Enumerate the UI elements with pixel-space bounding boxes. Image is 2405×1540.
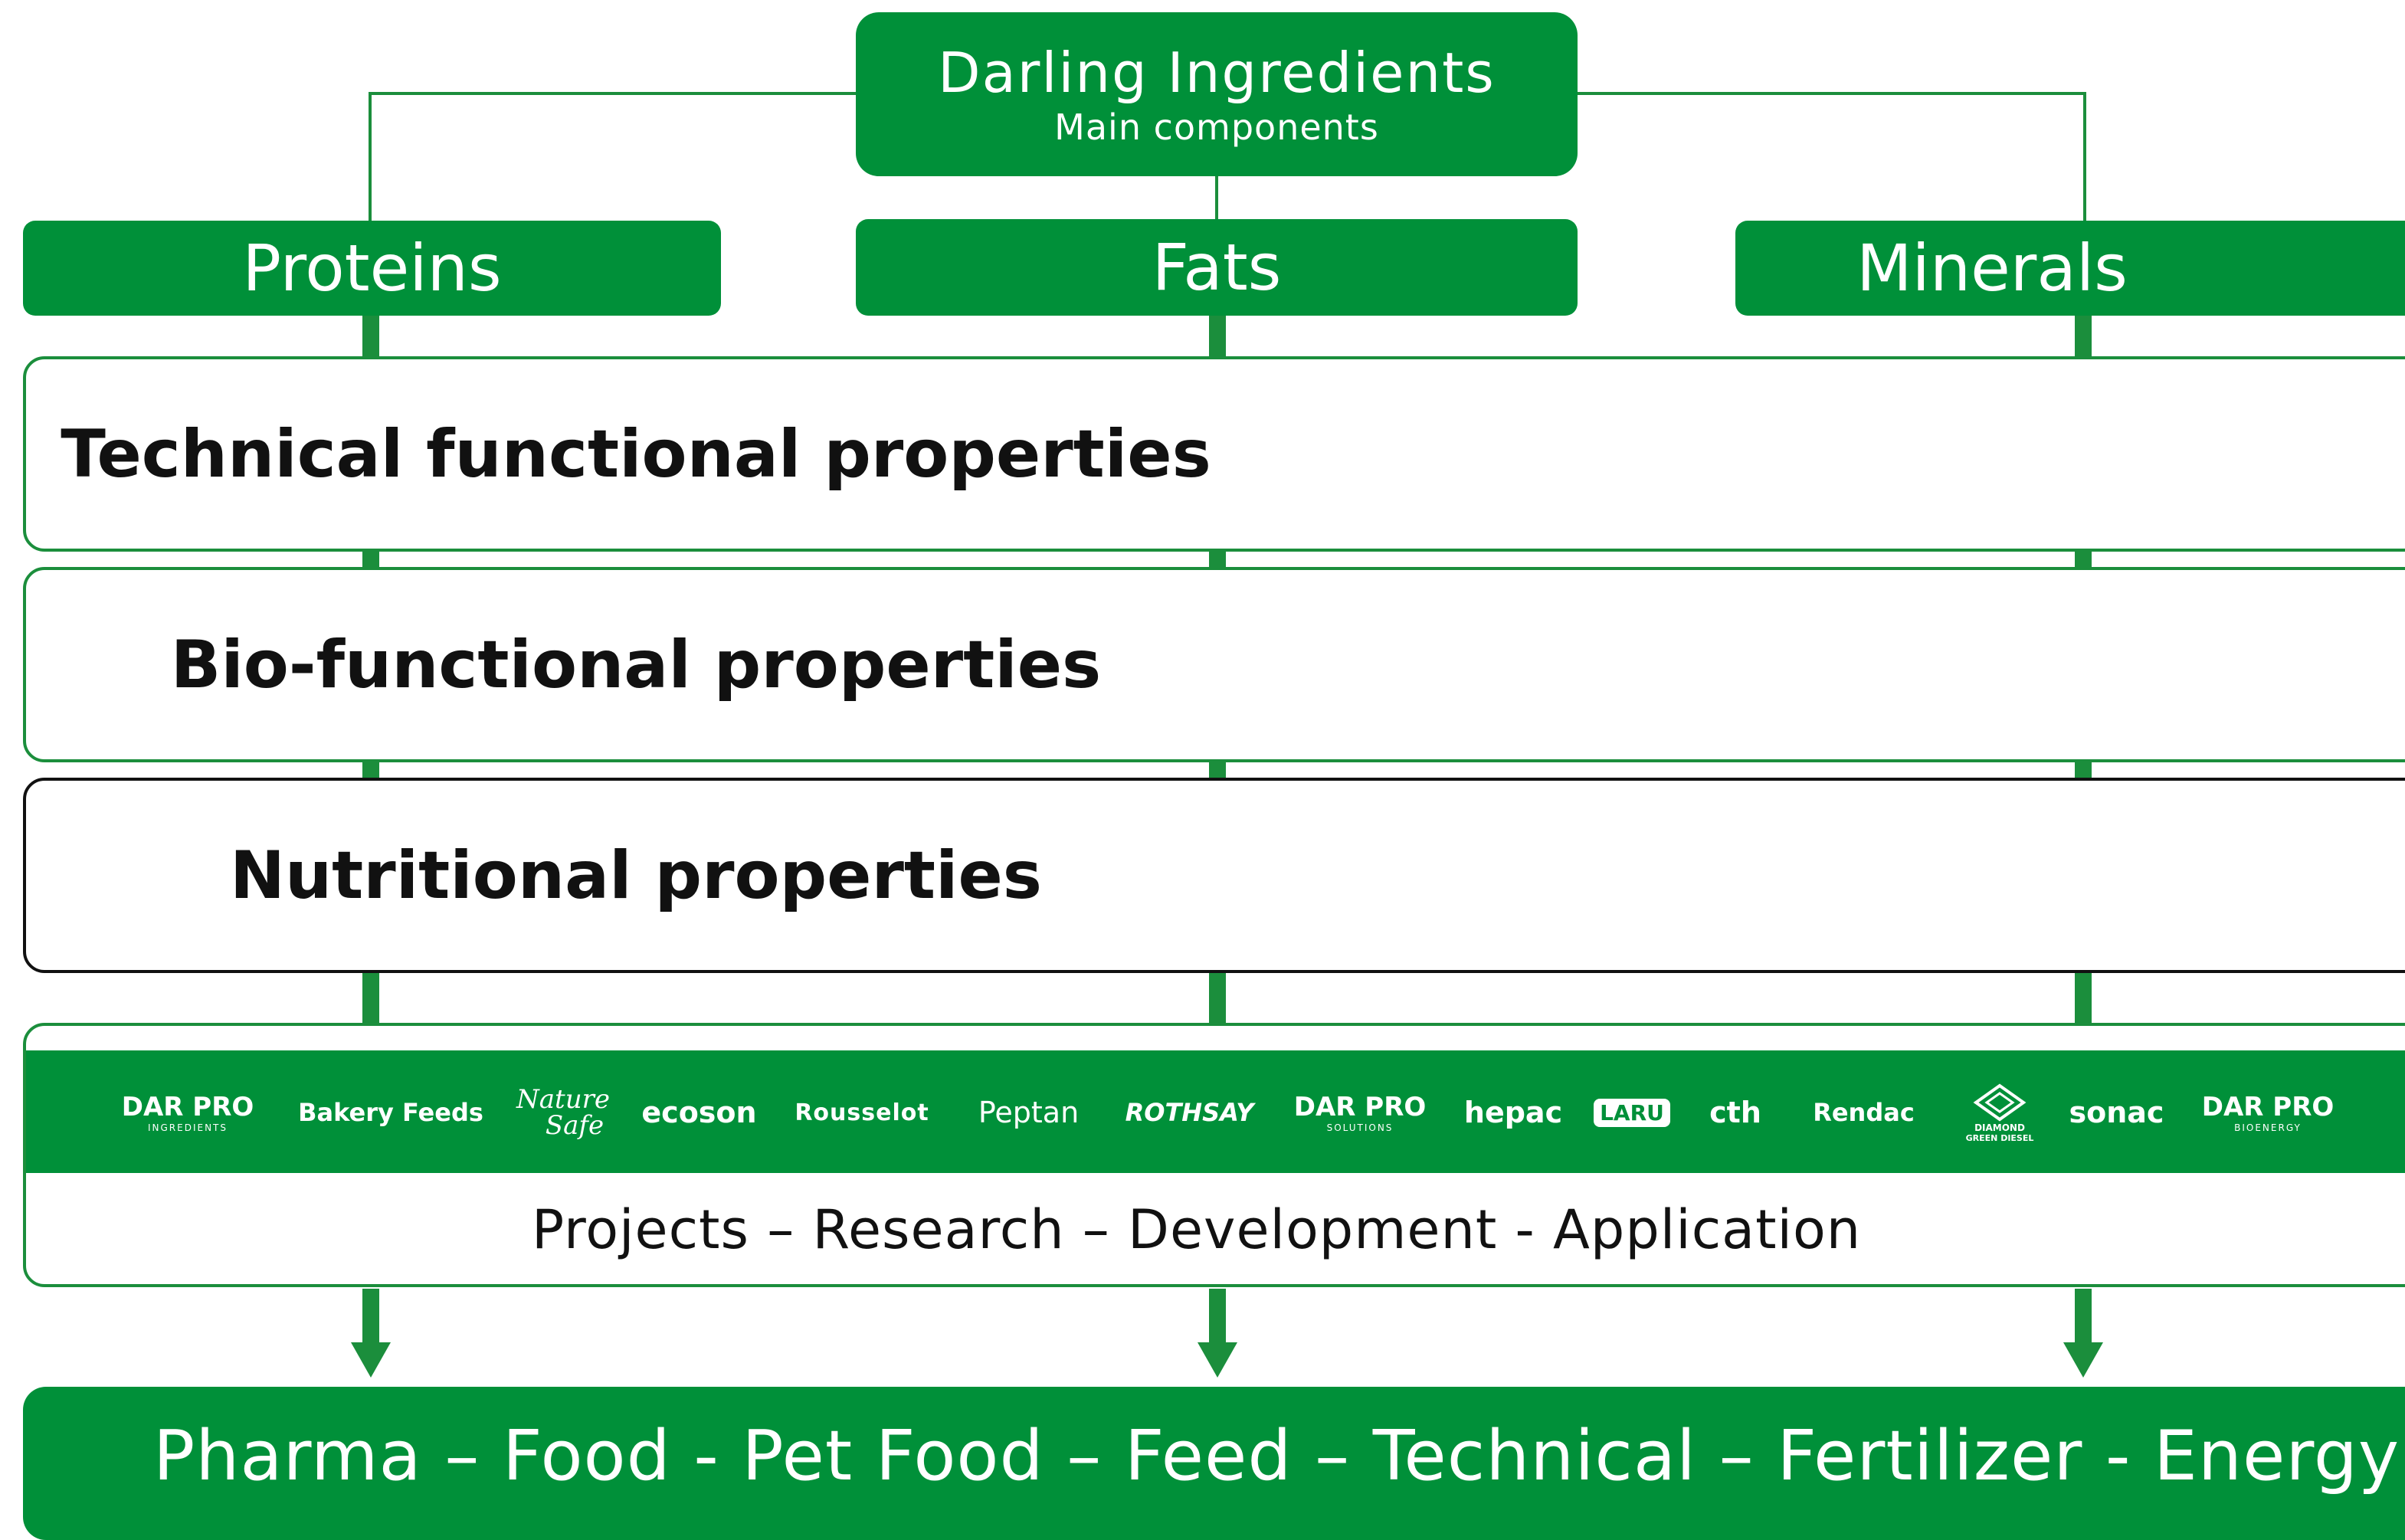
- arrow-proteins-head: [351, 1342, 391, 1378]
- brand-rousselot-logo: Rousselot: [795, 1099, 929, 1126]
- activities-text: Projects – Research – Development - Appl…: [532, 1198, 1862, 1261]
- connector-minerals-vertical: [2083, 92, 2086, 221]
- technical-functional-box: Technical functional properties: [23, 356, 2405, 552]
- component-proteins-label: Proteins: [242, 231, 502, 306]
- brand-diamond-green-diesel-logo: DIAMOND GREEN DIESEL: [1950, 1051, 2049, 1174]
- connector-header-left-horizontal: [369, 92, 856, 95]
- diamond-icon: [1973, 1083, 2027, 1121]
- brand-sonac-logo: sonac: [2069, 1096, 2164, 1129]
- brand-bakery-feeds-logo: Bakery Feeds: [298, 1098, 483, 1127]
- brand-darpro-solutions-logo: DAR PRO SOLUTIONS: [1293, 1092, 1427, 1133]
- brand-hepac-logo: hepac: [1463, 1096, 1563, 1129]
- connector-fats-vertical: [1215, 175, 1218, 221]
- brand-nature-safe-logo: Nature Safe: [516, 1084, 610, 1141]
- component-proteins: Proteins: [23, 221, 721, 316]
- arrow-minerals-head: [2063, 1342, 2103, 1378]
- header-box: Darling Ingredients Main components: [856, 12, 1578, 176]
- bio-functional-box: Bio-functional properties: [23, 567, 2405, 762]
- brand-rothsay-logo: ROTHSAY: [1125, 1098, 1254, 1127]
- component-fats: Fats: [856, 219, 1578, 316]
- markets-text: Pharma – Food - Pet Food – Feed – Techni…: [153, 1416, 2400, 1496]
- bio-functional-label: Bio-functional properties: [170, 626, 1102, 703]
- brand-cth-logo: cth: [1709, 1096, 1761, 1129]
- brand-darpro-ingredients-logo: DAR PRO INGREDIENTS: [121, 1092, 254, 1133]
- component-minerals: Minerals: [1735, 221, 2405, 316]
- brand-ecoson-logo: ecoson: [641, 1096, 757, 1129]
- arrow-fats-shaft: [1209, 1289, 1226, 1344]
- connector-proteins-vertical: [369, 92, 372, 221]
- brand-laru-logo: LARU: [1594, 1051, 1670, 1174]
- nutritional-box: Nutritional properties: [23, 778, 2405, 973]
- brand-rendac-logo: Rendac: [1813, 1098, 1915, 1127]
- markets-bar: Pharma – Food - Pet Food – Feed – Techni…: [23, 1387, 2405, 1540]
- brand-peptan-logo: Peptan: [978, 1096, 1080, 1129]
- component-fats-label: Fats: [1152, 230, 1282, 305]
- technical-functional-label: Technical functional properties: [61, 415, 1211, 493]
- component-minerals-label: Minerals: [1856, 231, 2128, 306]
- arrow-fats-head: [1198, 1342, 1237, 1378]
- activities-box: Projects – Research – Development - Appl…: [23, 1023, 2405, 1287]
- brand-darpro-bioenergy-logo: DAR PRO BIOENERGY: [2201, 1092, 2335, 1133]
- connector-header-right-horizontal: [1578, 92, 2086, 95]
- arrow-minerals-shaft: [2075, 1289, 2092, 1344]
- header-title: Darling Ingredients: [938, 41, 1496, 105]
- nutritional-label: Nutritional properties: [229, 837, 1042, 914]
- arrow-proteins-shaft: [362, 1289, 379, 1344]
- header-subtitle: Main components: [1054, 106, 1379, 148]
